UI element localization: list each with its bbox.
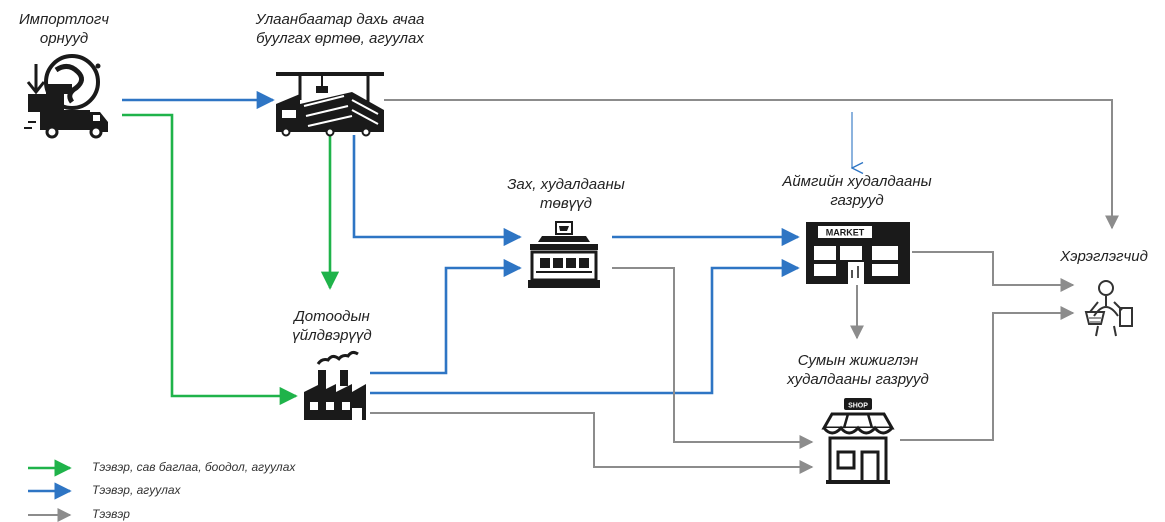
label-importers-text: Импортлогч орнууд xyxy=(0,10,128,48)
shop-icon: SHOP xyxy=(821,398,895,484)
label-consumers: Хэрэглэгчид xyxy=(1048,247,1160,266)
label-line: төвүүд xyxy=(540,195,592,212)
flow-producers-to-soum xyxy=(370,412,814,474)
flow-terminal-to-markets xyxy=(352,135,522,247)
label-line: газрууд xyxy=(830,192,884,209)
importers-icon xyxy=(24,54,108,139)
label-ub-terminal: Улаанбаатар дахь ачаа буулгах өртөө, агуу… xyxy=(222,10,458,48)
label-aimag-shops-text: Аймгийн худалдааны газрууд xyxy=(754,172,960,210)
market-store-icon: MARKET xyxy=(806,222,910,284)
label-producers: Дотоодын үйлдвэрүүд xyxy=(264,307,400,345)
factory-icon xyxy=(304,350,366,420)
legend xyxy=(28,459,72,522)
label-importers: Импортлогч орнууд xyxy=(0,10,128,48)
label-markets: Зах, худалдааны төвүүд xyxy=(486,175,646,213)
market-sign-text: MARKET xyxy=(826,228,865,238)
label-markets-text: Зах, худалдааны төвүүд xyxy=(486,175,646,213)
legend-label-gray: Тээвэр xyxy=(92,507,130,521)
label-line: үйлдвэрүүд xyxy=(292,327,372,344)
flow-importers-to-producers xyxy=(122,113,298,406)
label-line: Сумын жижиглэн xyxy=(797,352,919,369)
flow-producers-to-markets xyxy=(370,258,522,375)
label-soum-shops: Сумын жижиглэн худалдааны газрууд xyxy=(756,351,960,389)
shopper-icon xyxy=(1084,280,1133,337)
flow-aimag-to-consumers xyxy=(912,251,1075,292)
label-line: Зах, худалдааны xyxy=(507,176,625,193)
label-consumers-text: Хэрэглэгчид xyxy=(1060,248,1148,265)
label-line: Дотоодын xyxy=(294,308,370,325)
label-line: Улаанбаатар дахь ачаа xyxy=(255,11,425,28)
flow-producers-to-aimag xyxy=(370,258,800,395)
label-line: Импортлогч xyxy=(18,11,110,28)
label-line: буулгах өртөө, агуулах xyxy=(256,30,424,47)
flow-terminal-to-consumers xyxy=(384,99,1119,230)
legend-label-blue: Тээвэр, агуулах xyxy=(92,483,181,497)
warehouse-crane-icon xyxy=(276,72,384,137)
label-soum-shops-text: Сумын жижиглэн худалдааны газрууд xyxy=(756,351,960,389)
trade-center-icon xyxy=(528,221,600,288)
label-aimag-shops: Аймгийн худалдааны газрууд xyxy=(754,172,960,210)
label-line: Аймгийн худалдааны xyxy=(782,173,932,190)
label-producers-text: Дотоодын үйлдвэрүүд xyxy=(264,307,400,345)
flow-markets-to-soum xyxy=(612,267,814,449)
shop-sign-text: SHOP xyxy=(848,403,868,410)
legend-label-green: Тээвэр, сав баглаа, боодол, агуулах xyxy=(92,460,296,474)
label-ub-terminal-text: Улаанбаатар дахь ачаа буулгах өртөө, агуу… xyxy=(222,10,458,48)
label-line: орнууд xyxy=(39,30,89,47)
label-line: худалдааны газрууд xyxy=(787,371,929,388)
flow-soum-to-consumers xyxy=(900,306,1075,441)
